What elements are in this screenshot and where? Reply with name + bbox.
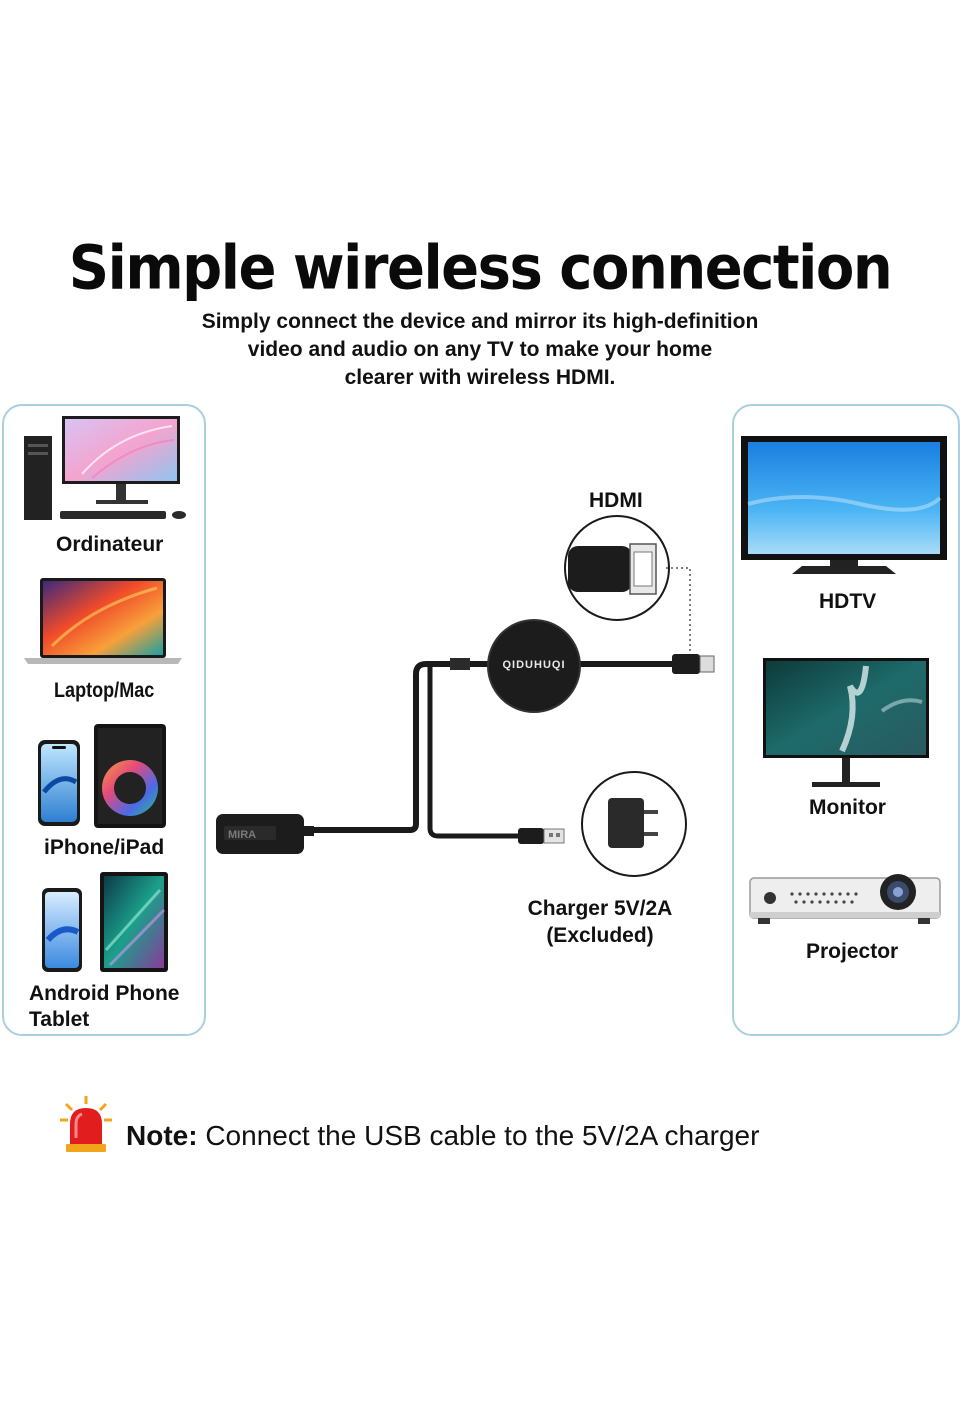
charger-label-line-2: (Excluded) <box>546 924 654 947</box>
subtitle: Simply connect the device and mirror its… <box>130 308 830 392</box>
source-label-computer: Ordinateur <box>56 533 164 556</box>
source-label-android-line-2: Tablet <box>29 1008 90 1031</box>
display-label-hdtv: HDTV <box>819 590 877 613</box>
subtitle-line-3: clearer with wireless HDMI. <box>344 366 616 389</box>
note: Note: Connect the USB cable to the 5V/2A… <box>126 1120 759 1152</box>
display-label-monitor: Monitor <box>809 796 886 819</box>
svg-text:MIRA: MIRA <box>228 829 256 841</box>
note-prefix: Note: <box>126 1120 198 1151</box>
desktop-computer-icon <box>24 416 186 520</box>
hdmi-label: HDMI <box>589 489 643 512</box>
subtitle-line-1: Simply connect the device and mirror its… <box>201 310 759 333</box>
subtitle-line-2: video and audio on any TV to make your h… <box>247 338 713 361</box>
page-title: Simple wireless connection <box>68 233 893 304</box>
source-label-android-line-1: Android Phone <box>29 982 180 1005</box>
alarm-light-icon <box>60 1096 112 1152</box>
monitor-icon <box>763 658 929 787</box>
phone-tablet-icon <box>38 724 166 828</box>
transmitter-dongle-icon: MIRA <box>216 814 314 854</box>
charger-label-line-1: Charger 5V/2A <box>527 897 673 920</box>
source-label-iphone-ipad: iPhone/iPad <box>44 836 165 859</box>
hdmi-connector-icon <box>564 515 670 621</box>
charger-plug-icon <box>581 771 687 877</box>
display-label-projector: Projector <box>806 940 899 963</box>
receiver-puck-icon <box>487 619 581 713</box>
projector-icon <box>749 874 941 924</box>
tv-icon <box>741 436 947 574</box>
receiver-brand-label: QIDUHUQI <box>502 659 566 671</box>
laptop-icon <box>24 578 182 664</box>
source-label-laptop: Laptop/Mac <box>54 679 155 702</box>
note-text: Connect the USB cable to the 5V/2A charg… <box>197 1120 760 1151</box>
wireless-hdmi-kit: MIRA <box>216 515 715 877</box>
android-phone-tablet-icon <box>42 872 168 972</box>
